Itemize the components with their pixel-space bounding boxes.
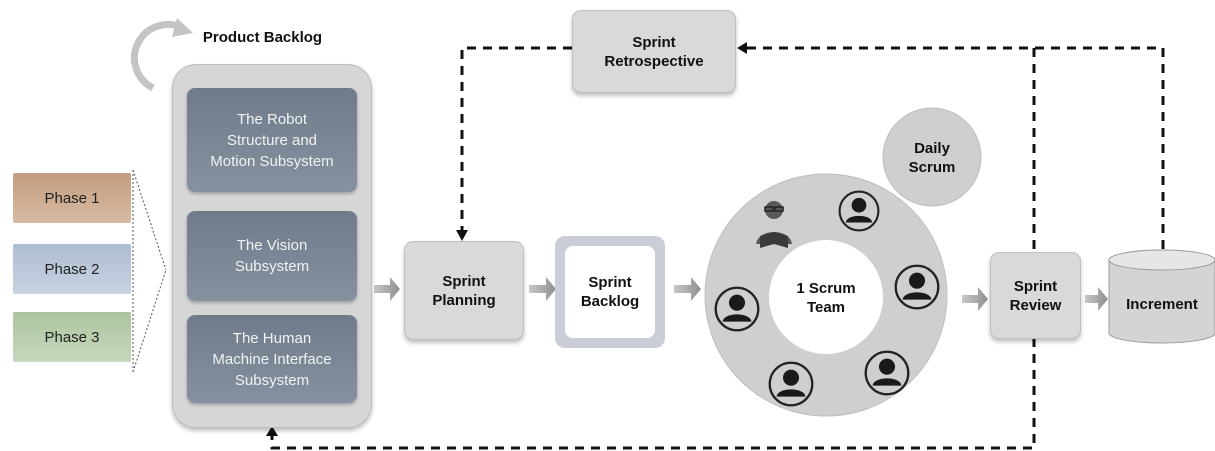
arrowhead: [737, 42, 747, 54]
feedback-loop-bottom: [270, 338, 1036, 450]
increment-cylinder: [1108, 249, 1215, 344]
sprint-review-box: Sprint Review: [990, 252, 1081, 339]
arrowhead: [266, 426, 278, 436]
subsystem-vision: The Vision Subsystem: [187, 211, 357, 301]
arrowhead: [456, 230, 468, 241]
refresh-arrow-icon: [130, 18, 193, 92]
sprint-retrospective-box: Sprint Retrospective: [572, 10, 736, 93]
reader-icon: [756, 201, 792, 248]
phase-bracket: [132, 169, 167, 373]
product-backlog-title: Product Backlog: [202, 28, 323, 46]
phase-3: Phase 3: [13, 312, 131, 362]
subsystem-robot-structure: The Robot Structure and Motion Subsystem: [187, 88, 357, 192]
subsystem-hmi: The Human Machine Interface Subsystem: [187, 315, 357, 403]
arrow-icon: [374, 277, 1108, 311]
daily-scrum-label: Daily Scrum: [908, 140, 956, 176]
phase-1: Phase 1: [13, 173, 131, 223]
feedback-loop-top: [460, 46, 1165, 252]
sprint-backlog-box: Sprint Backlog: [565, 246, 655, 338]
sprint-planning-box: Sprint Planning: [404, 241, 524, 340]
phase-2: Phase 2: [13, 244, 131, 294]
daily-scrum-circle: [882, 107, 982, 207]
scrum-team-label: 1 Scrum Team: [796, 280, 856, 316]
increment-label: Increment: [1126, 295, 1198, 313]
